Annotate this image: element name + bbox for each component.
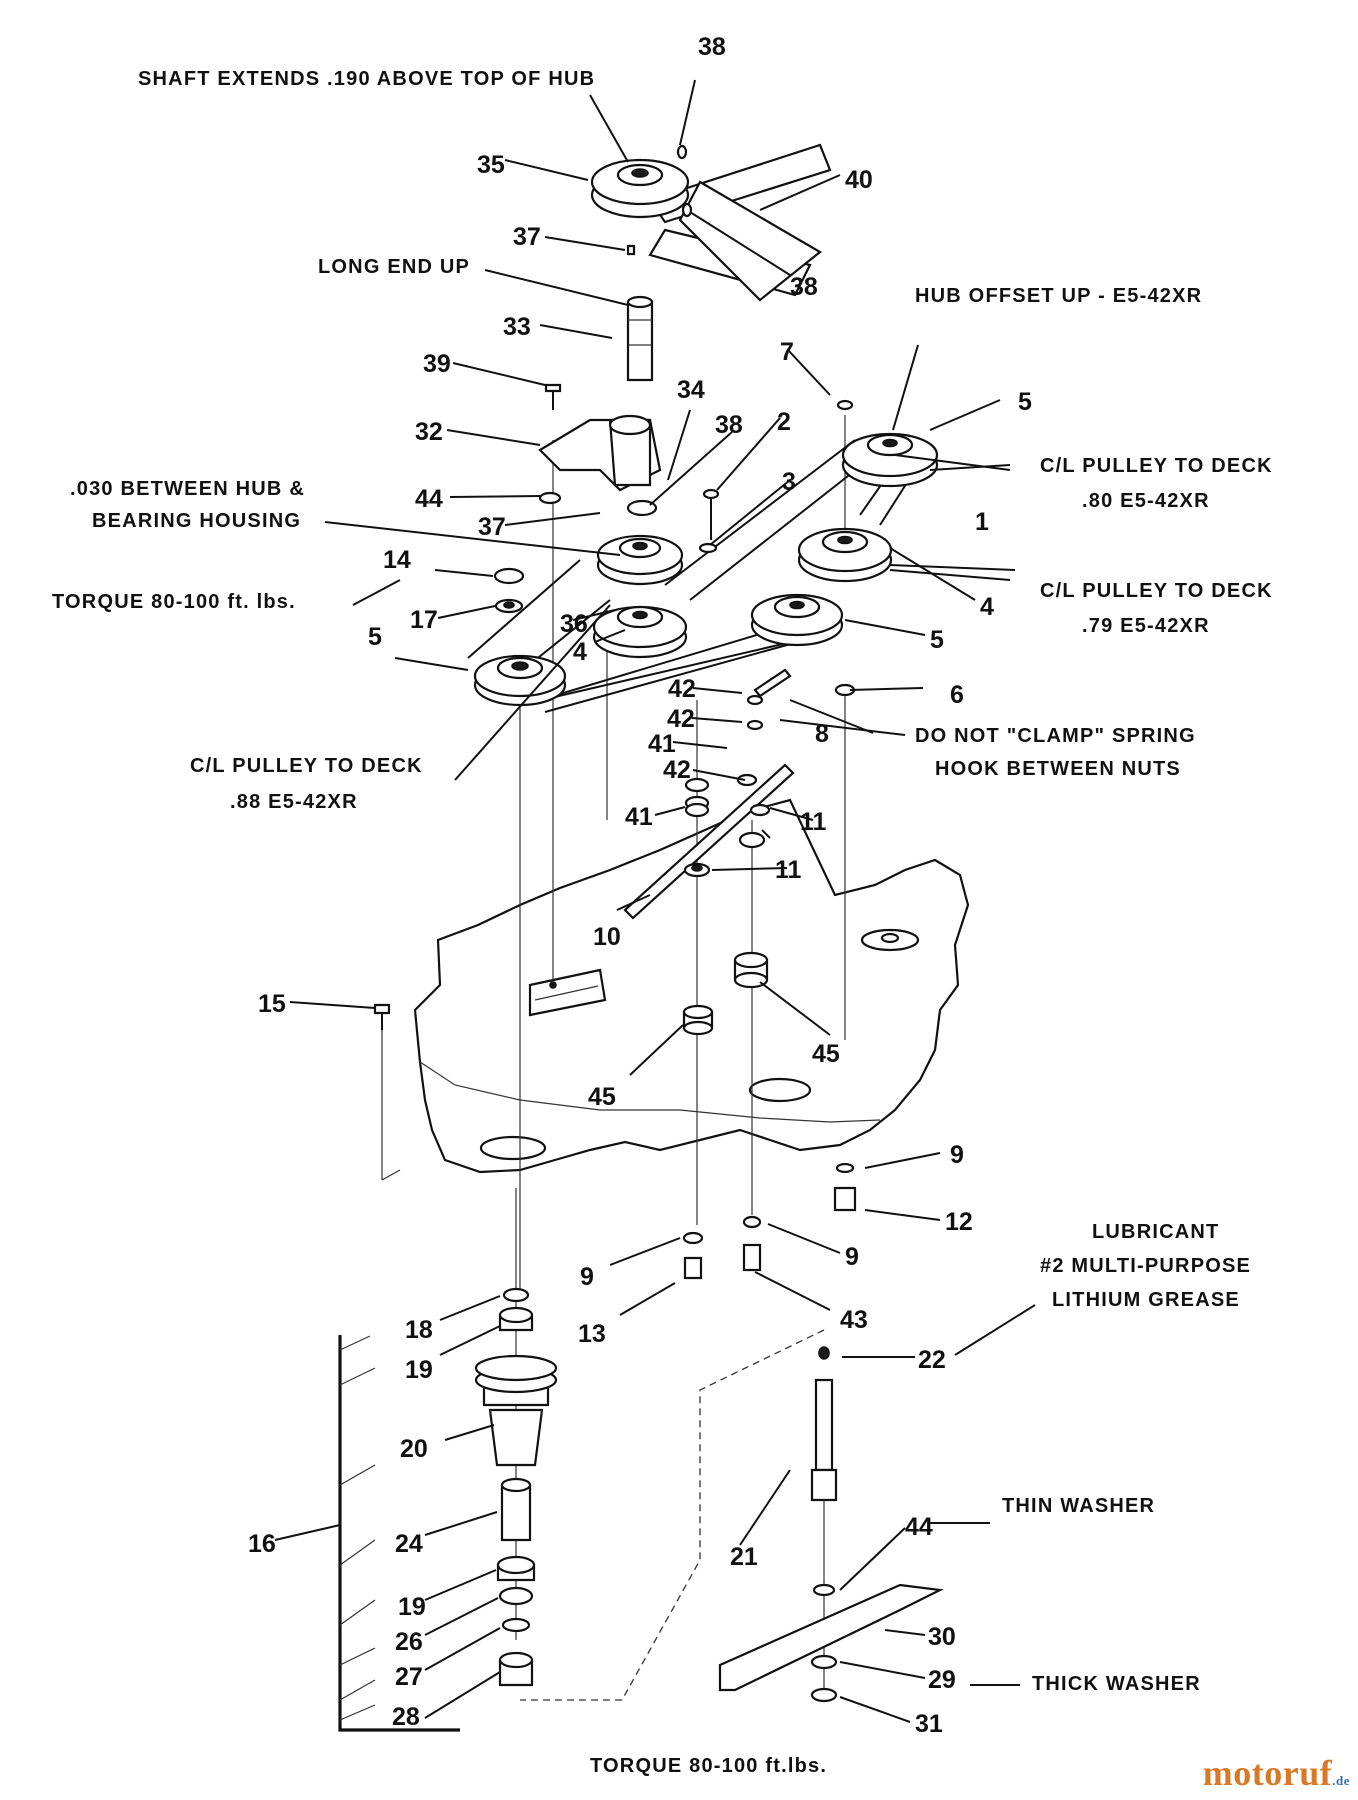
note-lube-line1: LUBRICANT [1092,1221,1219,1243]
small-hardware [373,383,857,1280]
callout: 45 [588,1083,616,1111]
note-torque-bottom: TORQUE 80-100 ft.lbs. [590,1755,827,1777]
note-shaft-extends: SHAFT EXTENDS .190 ABOVE TOP OF HUB [138,68,595,90]
leader-lines [274,79,1036,1723]
callout: 40 [845,166,873,194]
note-torque-top: TORQUE 80-100 ft. lbs. [52,591,296,613]
callout: 13 [578,1320,606,1348]
callout: 30 [928,1623,956,1651]
callout: 5 [1018,388,1032,416]
callout: 39 [423,350,451,378]
pulley-right-5 [750,593,844,647]
blade-assembly [718,1346,944,1703]
callout: 5 [368,623,382,651]
note-hub-offset: HUB OFFSET UP - E5-42XR [915,285,1202,307]
callout: 37 [478,513,506,541]
callout: 11 [800,808,827,836]
callout: 26 [395,1628,423,1656]
callout: 9 [845,1243,859,1271]
callout: 15 [258,990,286,1018]
note-gap-line1: .030 BETWEEN HUB & [70,478,305,500]
note-cl80-line2: .80 E5-42XR [1082,490,1210,512]
logo-text: motoruf [1202,1753,1333,1793]
note-gap-line2: BEARING HOUSING [92,510,301,532]
pulley-center-upper [596,534,684,586]
callout: 12 [945,1208,973,1236]
callout: 24 [395,1530,423,1558]
note-lube-line2: #2 MULTI-PURPOSE [1040,1255,1251,1277]
note-clamp-line2: HOOK BETWEEN NUTS [935,758,1181,780]
pulley-center-4 [592,605,688,659]
callout: 43 [840,1306,868,1334]
logo-suffix: .de [1332,1773,1350,1788]
bearing-housing-32 [538,414,662,492]
callout: 9 [950,1141,964,1169]
callout: 29 [928,1666,956,1694]
diagram-notes: SHAFT EXTENDS .190 ABOVE TOP OF HUB LONG… [52,68,1273,1777]
callout: 27 [395,1663,423,1691]
assembly-brace-16 [338,1335,460,1732]
callout: 18 [405,1316,433,1344]
callout: 31 [915,1710,943,1738]
lower-spindle-stack [474,1287,558,1687]
note-cl88-line1: C/L PULLEY TO DECK [190,755,423,777]
callout: 41 [625,803,653,831]
callout: 28 [392,1703,420,1731]
callout: 38 [790,273,818,301]
callout: 6 [950,681,964,709]
note-thick-washer: THICK WASHER [1032,1673,1201,1695]
callout: 7 [780,338,794,366]
callout: 42 [668,675,696,703]
callout: 14 [383,546,411,574]
callout: 2 [777,408,791,436]
callout: 19 [405,1356,433,1384]
part-callouts: 38 35 40 37 38 33 39 32 34 38 2 44 37 3 … [248,33,1032,1738]
callout: 44 [905,1513,933,1541]
callout: 38 [698,33,726,61]
callout: 3 [782,468,796,496]
callout: 41 [648,730,676,758]
callout: 42 [663,756,691,784]
callout: 21 [730,1543,758,1571]
callout: 17 [410,606,438,634]
callout: 19 [398,1593,426,1621]
callout: 5 [930,626,944,654]
callout: 35 [477,151,505,179]
site-logo: motoruf.de [1203,1752,1350,1794]
note-cl88-line2: .88 E5-42XR [230,791,358,813]
callout: 37 [513,223,541,251]
pulley-left-5 [473,654,567,707]
note-thin-washer: THIN WASHER [1002,1495,1155,1517]
callout: 9 [580,1263,594,1291]
callout: 4 [573,638,587,666]
callout: 34 [677,376,705,404]
callout: 44 [415,485,443,513]
note-cl80-line1: C/L PULLEY TO DECK [1040,455,1273,477]
callout: 4 [980,593,994,621]
shaft-33 [626,295,654,382]
note-lube-line3: LITHIUM GREASE [1052,1289,1240,1311]
callout: 11 [775,856,802,884]
note-clamp-line1: DO NOT "CLAMP" SPRING [915,725,1196,747]
callout: 8 [815,720,829,748]
callout: 32 [415,418,443,446]
note-cl79-line1: C/L PULLEY TO DECK [1040,580,1273,602]
pulley-top-right-5 [841,432,939,488]
callout: 1 [975,508,989,536]
callout: 16 [248,1530,276,1558]
callout: 38 [715,411,743,439]
top-hub-assembly [590,143,832,302]
callout: 45 [812,1040,840,1068]
callout: 42 [667,705,695,733]
callout: 33 [503,313,531,341]
callout: 36 [560,610,588,638]
callout: 20 [400,1435,428,1463]
callout: 22 [918,1346,946,1374]
note-long-end-up: LONG END UP [318,256,470,278]
callout: 10 [593,923,621,951]
pulley-idler-4 [797,527,893,583]
note-cl79-line2: .79 E5-42XR [1082,615,1210,637]
